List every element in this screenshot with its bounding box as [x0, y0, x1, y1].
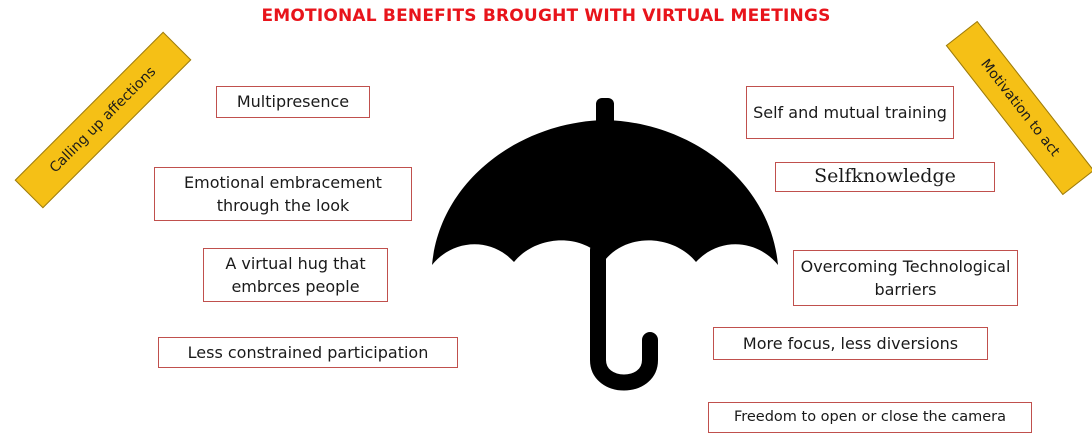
benefit-label: Self and mutual training	[753, 102, 947, 122]
benefit-box-technological-barriers: Overcoming Technological barriers	[793, 250, 1018, 306]
benefit-box-more-focus: More focus, less diversions	[713, 327, 988, 360]
benefit-label: A virtual hug that embrces people	[225, 253, 366, 296]
umbrella-icon	[432, 98, 778, 391]
benefit-label: Selfknowledge	[814, 165, 956, 188]
benefit-label: Less constrained participation	[187, 342, 429, 362]
benefit-box-selfknowledge: Selfknowledge	[775, 162, 995, 192]
benefit-box-less-constrained: Less constrained participation	[158, 337, 458, 368]
diagram-title: EMOTIONAL BENEFITS BROUGHT WITH VIRTUAL …	[261, 6, 831, 26]
benefit-box-camera-freedom: Freedom to open or close the camera	[708, 402, 1032, 433]
benefit-box-multipresence: Multipresence	[216, 86, 370, 118]
right-banner-label: Motivation to act	[977, 56, 1063, 160]
benefit-label: Freedom to open or close the camera	[733, 408, 1007, 425]
benefit-label: Overcoming Technological barriers	[800, 256, 1011, 299]
benefit-label: Multipresence	[236, 92, 350, 112]
left-banner-label: Calling up affections	[46, 63, 160, 177]
benefit-label: Emotional embracement through the look	[184, 172, 382, 215]
benefit-box-virtual-hug: A virtual hug that embrces people	[203, 248, 388, 302]
benefit-label: More focus, less diversions	[742, 333, 959, 353]
benefit-box-emotional-embracement: Emotional embracement through the look	[154, 167, 412, 221]
benefit-box-self-mutual-training: Self and mutual training	[746, 86, 954, 139]
